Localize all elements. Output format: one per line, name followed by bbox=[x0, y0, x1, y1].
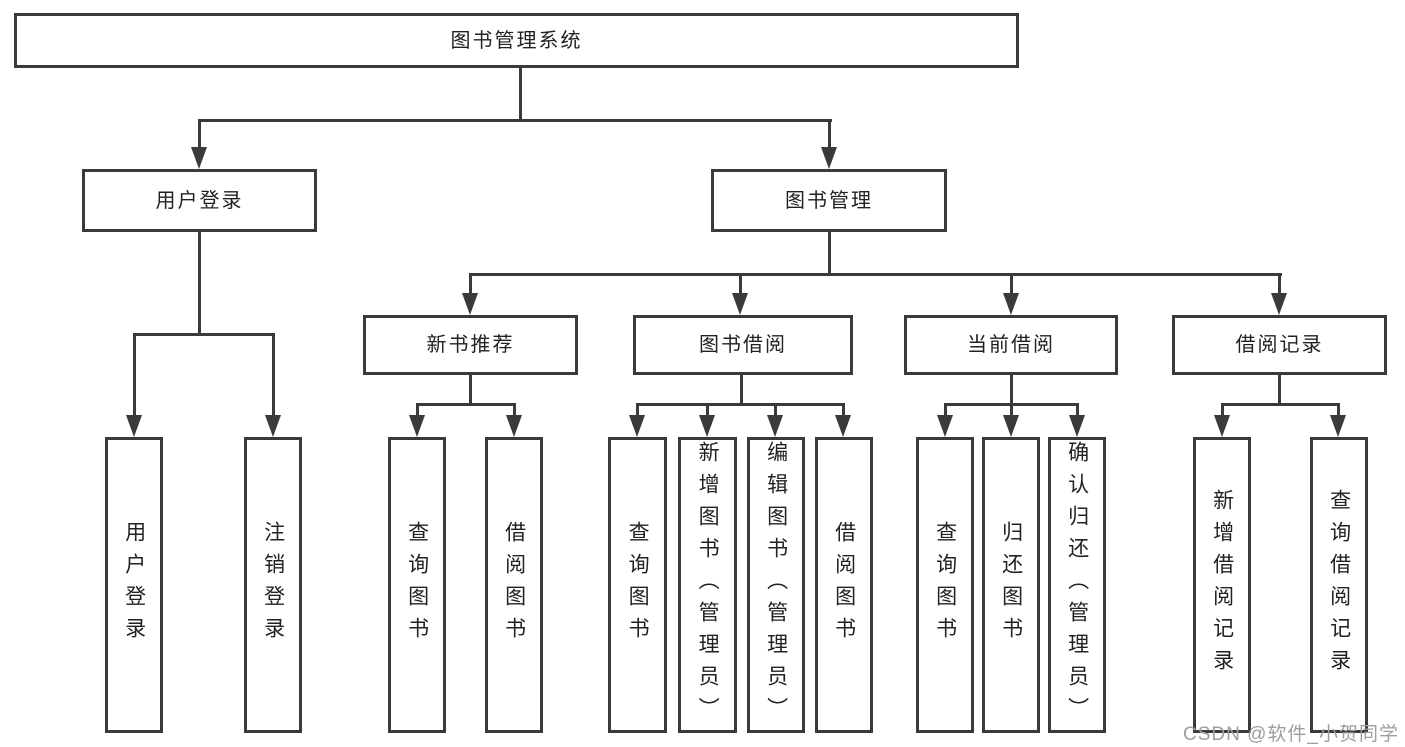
edge-currentborrow-drop-1 bbox=[944, 403, 947, 417]
leaf-edit-books-admin: 编辑图书（管理员） bbox=[747, 437, 805, 733]
arrowhead-down-icon bbox=[1214, 415, 1230, 437]
arrowhead-down-icon bbox=[1271, 293, 1287, 315]
edge-userlogin-drop-1 bbox=[133, 333, 136, 417]
leaf-user-login: 用户登录 bbox=[105, 437, 163, 733]
node-borrow-records: 借阅记录 bbox=[1172, 315, 1387, 375]
leaf-query-borrow-record: 查询借阅记录 bbox=[1310, 437, 1368, 733]
edge-userlogin-drop-2 bbox=[272, 333, 275, 417]
leaf-query-books-borrow: 查询图书 bbox=[608, 437, 667, 733]
edge-newbooks-drop-2 bbox=[513, 403, 516, 417]
arrowhead-down-icon bbox=[1003, 293, 1019, 315]
node-user-login: 用户登录 bbox=[82, 169, 317, 232]
node-new-book-recommend: 新书推荐 bbox=[363, 315, 578, 375]
csdn-watermark: CSDN @软件_小贺同学 bbox=[1183, 724, 1399, 745]
leaf-borrow-books-newbooks: 借阅图书 bbox=[485, 437, 543, 733]
edge-bookmgmt-drop-4 bbox=[1278, 273, 1281, 295]
edge-userlogin-stem bbox=[198, 232, 201, 336]
edge-bookmgmt-stem bbox=[828, 232, 831, 276]
leaf-query-books-newbooks: 查询图书 bbox=[388, 437, 446, 733]
leaf-add-books-admin: 新增图书（管理员） bbox=[678, 437, 737, 733]
node-book-borrow: 图书借阅 bbox=[633, 315, 853, 375]
arrowhead-down-icon bbox=[699, 415, 715, 437]
arrowhead-down-icon bbox=[821, 147, 837, 169]
edge-userlogin-cross bbox=[133, 333, 275, 336]
leaf-return-books: 归还图书 bbox=[982, 437, 1040, 733]
edge-bookborrow-drop-2 bbox=[706, 403, 709, 417]
arrowhead-down-icon bbox=[1069, 415, 1085, 437]
edge-bookmgmt-drop-2 bbox=[739, 273, 742, 295]
edge-borrowrecords-drop-1 bbox=[1221, 403, 1224, 417]
edge-newbooks-drop-1 bbox=[416, 403, 419, 417]
arrowhead-down-icon bbox=[126, 415, 142, 437]
edge-root-drop-right bbox=[828, 119, 831, 149]
edge-newbooks-cross bbox=[416, 403, 516, 406]
arrowhead-down-icon bbox=[629, 415, 645, 437]
arrowhead-down-icon bbox=[1330, 415, 1346, 437]
arrowhead-down-icon bbox=[191, 147, 207, 169]
node-book-management: 图书管理 bbox=[711, 169, 947, 232]
edge-root-drop-left bbox=[198, 119, 201, 149]
arrowhead-down-icon bbox=[409, 415, 425, 437]
node-current-borrow: 当前借阅 bbox=[904, 315, 1118, 375]
arrowhead-down-icon bbox=[767, 415, 783, 437]
arrowhead-down-icon bbox=[462, 293, 478, 315]
leaf-borrow-books-borrow: 借阅图书 bbox=[815, 437, 873, 733]
edge-bookmgmt-drop-3 bbox=[1010, 273, 1013, 295]
edge-bookmgmt-cross bbox=[469, 273, 1282, 276]
edge-borrowrecords-cross bbox=[1221, 403, 1340, 406]
leaf-add-borrow-record: 新增借阅记录 bbox=[1193, 437, 1251, 733]
arrowhead-down-icon bbox=[937, 415, 953, 437]
leaf-confirm-return-admin: 确认归还（管理员） bbox=[1048, 437, 1106, 733]
edge-bookmgmt-drop-1 bbox=[469, 273, 472, 295]
arrowhead-down-icon bbox=[265, 415, 281, 437]
edge-root-cross bbox=[198, 119, 832, 122]
arrowhead-down-icon bbox=[1003, 415, 1019, 437]
edge-bookborrow-drop-4 bbox=[842, 403, 845, 417]
edge-borrowrecords-drop-2 bbox=[1337, 403, 1340, 417]
edge-bookborrow-cross bbox=[636, 403, 845, 406]
edge-bookborrow-stem bbox=[740, 375, 743, 406]
arrowhead-down-icon bbox=[835, 415, 851, 437]
arrowhead-down-icon bbox=[506, 415, 522, 437]
leaf-query-books-current: 查询图书 bbox=[916, 437, 974, 733]
arrowhead-down-icon bbox=[732, 293, 748, 315]
edge-bookborrow-drop-3 bbox=[774, 403, 777, 417]
leaf-logout: 注销登录 bbox=[244, 437, 302, 733]
edge-currentborrow-stem bbox=[1010, 375, 1013, 406]
edge-currentborrow-drop-3 bbox=[1076, 403, 1079, 417]
edge-root-stem bbox=[519, 68, 522, 121]
edge-currentborrow-drop-2 bbox=[1010, 403, 1013, 417]
edge-bookborrow-drop-1 bbox=[636, 403, 639, 417]
edge-newbooks-stem bbox=[469, 375, 472, 406]
edge-borrowrecords-stem bbox=[1278, 375, 1281, 406]
node-root: 图书管理系统 bbox=[14, 13, 1019, 68]
